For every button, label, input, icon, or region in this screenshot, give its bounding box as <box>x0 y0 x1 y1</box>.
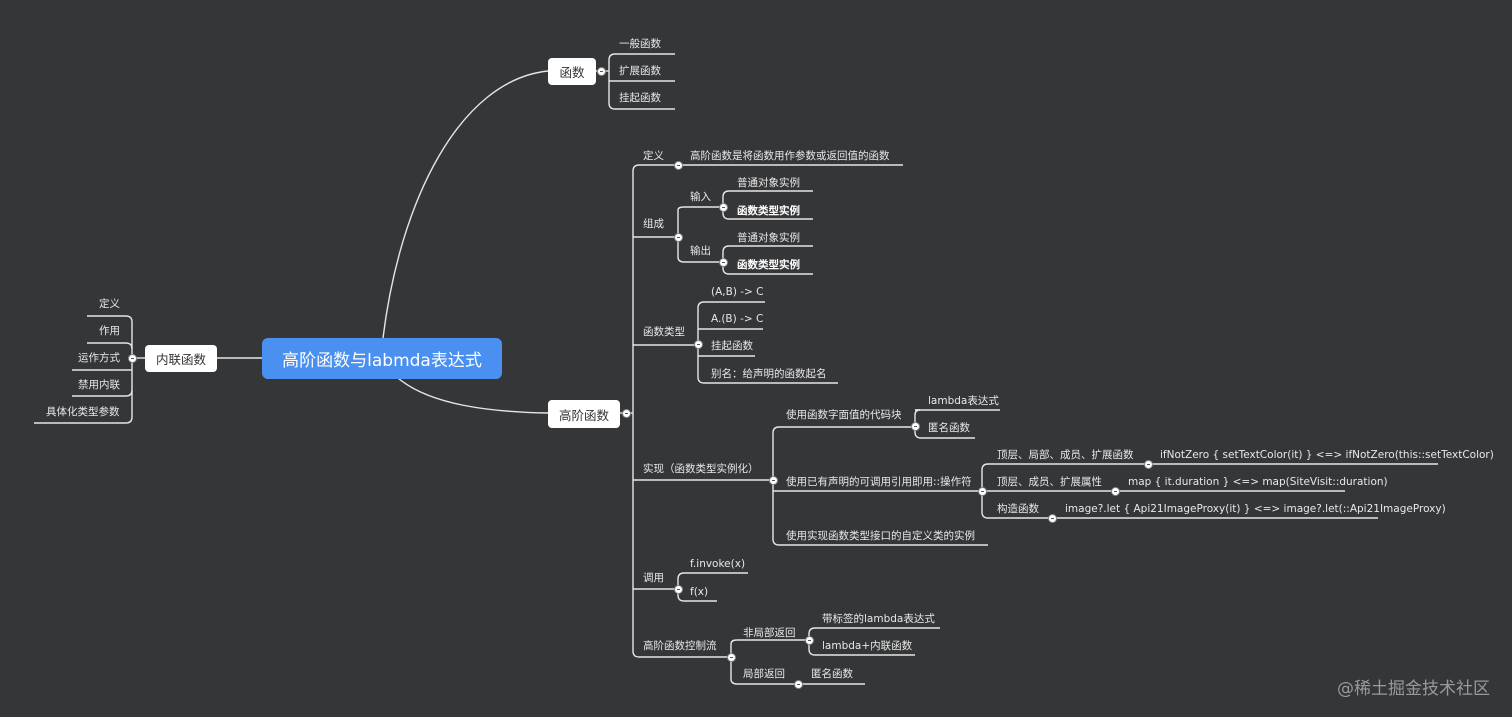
node-functions-label: 函数 <box>559 65 585 80</box>
branch-callable-reference[interactable]: 使用已有声明的可调用引用即用::操作符 <box>786 476 972 488</box>
branch-local-return[interactable]: 局部返回 <box>743 668 785 680</box>
collapse-toggle-icon[interactable] <box>719 258 728 267</box>
collapse-toggle-icon[interactable] <box>674 585 683 594</box>
leaf-lambda-inline[interactable]: lambda+内联函数 <box>822 640 913 652</box>
leaf-lambda-expression[interactable]: lambda表达式 <box>928 395 999 407</box>
branch-ref-functions[interactable]: 顶层、局部、成员、扩展函数 <box>997 449 1134 461</box>
collapse-toggle-icon[interactable] <box>769 476 778 485</box>
leaf-type-ab-c[interactable]: (A,B) -> C <box>711 286 764 298</box>
branch-function-types[interactable]: 函数类型 <box>643 326 685 338</box>
leaf-input-function-type[interactable]: 函数类型实例 <box>737 205 800 217</box>
leaf-ref-functions-example[interactable]: ifNotZero { setTextColor(it) } <=> ifNot… <box>1160 449 1494 461</box>
collapse-toggle-icon[interactable] <box>128 354 137 363</box>
collapse-toggle-icon[interactable] <box>794 680 803 689</box>
collapse-toggle-icon[interactable] <box>978 487 987 496</box>
root-node[interactable]: 高阶函数与labmda表达式 <box>262 338 502 379</box>
branch-literal-block[interactable]: 使用函数字面值的代码块 <box>786 409 902 421</box>
leaf-custom-class-instance[interactable]: 使用实现函数类型接口的自定义类的实例 <box>786 530 975 542</box>
leaf-type-receiver[interactable]: A.(B) -> C <box>711 313 764 325</box>
leaf-input-object[interactable]: 普通对象实例 <box>737 177 800 189</box>
watermark: @稀土掘金技术社区 <box>1337 679 1490 699</box>
collapse-toggle-icon[interactable] <box>674 233 683 242</box>
collapse-toggle-icon[interactable] <box>719 203 728 212</box>
leaf-anonymous-function[interactable]: 匿名函数 <box>928 422 970 434</box>
leaf-inline-mechanism[interactable]: 运作方式 <box>78 352 120 364</box>
collapse-toggle-icon[interactable] <box>911 422 920 431</box>
collapse-toggle-icon[interactable] <box>1144 460 1153 469</box>
leaf-ref-properties-example[interactable]: map { it.duration } <=> map(SiteVisit::d… <box>1128 476 1388 488</box>
node-higher-order-functions[interactable]: 高阶函数 <box>548 400 620 428</box>
collapse-toggle-icon[interactable] <box>1111 487 1120 496</box>
root-node-label: 高阶函数与labmda表达式 <box>282 351 482 371</box>
collapse-toggle-icon[interactable] <box>1048 514 1057 523</box>
leaf-type-alias[interactable]: 别名：给声明的函数起名 <box>711 368 827 380</box>
branch-ref-constructor[interactable]: 构造函数 <box>997 503 1039 515</box>
collapse-toggle-icon[interactable] <box>727 653 736 662</box>
collapse-toggle-icon[interactable] <box>597 67 606 76</box>
leaf-type-suspend[interactable]: 挂起函数 <box>711 340 753 352</box>
leaf-local-anonymous-function[interactable]: 匿名函数 <box>811 668 853 680</box>
leaf-output-function-type[interactable]: 函数类型实例 <box>737 259 800 271</box>
node-higher-order-functions-label: 高阶函数 <box>558 407 609 423</box>
collapse-toggle-icon[interactable] <box>674 161 683 170</box>
branch-input[interactable]: 输入 <box>690 191 711 203</box>
branch-implementation[interactable]: 实现（函数类型实例化） <box>643 463 759 475</box>
collapse-toggle-icon[interactable] <box>622 409 631 418</box>
leaf-inline-purpose[interactable]: 作用 <box>99 325 120 337</box>
collapse-toggle-icon[interactable] <box>694 340 703 349</box>
branch-composition[interactable]: 组成 <box>643 218 664 230</box>
leaf-suspend-function[interactable]: 挂起函数 <box>619 92 661 104</box>
branch-nonlocal-return[interactable]: 非局部返回 <box>743 627 796 639</box>
collapse-toggle-icon[interactable] <box>805 636 814 645</box>
leaf-invoke-call[interactable]: f.invoke(x) <box>690 558 746 570</box>
branch-definition[interactable]: 定义 <box>643 150 664 162</box>
leaf-inline-disable[interactable]: 禁用内联 <box>78 379 120 391</box>
leaf-direct-call[interactable]: f(x) <box>690 586 709 598</box>
leaf-definition-text[interactable]: 高阶函数是将函数用作参数或返回值的函数 <box>690 150 890 162</box>
branch-output[interactable]: 输出 <box>690 245 711 257</box>
node-inline-functions-label: 内联函数 <box>155 352 206 367</box>
leaf-inline-reified[interactable]: 具体化类型参数 <box>46 406 120 418</box>
leaf-extension-function[interactable]: 扩展函数 <box>619 65 661 77</box>
branch-ref-properties[interactable]: 顶层、成员、扩展属性 <box>997 476 1102 488</box>
node-inline-functions[interactable]: 内联函数 <box>145 345 217 372</box>
node-functions[interactable]: 函数 <box>548 58 596 85</box>
leaf-inline-definition[interactable]: 定义 <box>99 298 120 310</box>
branch-control-flow[interactable]: 高阶函数控制流 <box>643 640 717 652</box>
leaf-normal-function[interactable]: 一般函数 <box>619 38 661 50</box>
branch-invocation[interactable]: 调用 <box>643 572 664 584</box>
leaf-output-object[interactable]: 普通对象实例 <box>737 232 800 244</box>
leaf-labeled-lambda[interactable]: 带标签的lambda表达式 <box>822 613 935 625</box>
leaf-ref-constructor-example[interactable]: image?.let { Api21ImageProxy(it) } <=> i… <box>1065 503 1446 515</box>
